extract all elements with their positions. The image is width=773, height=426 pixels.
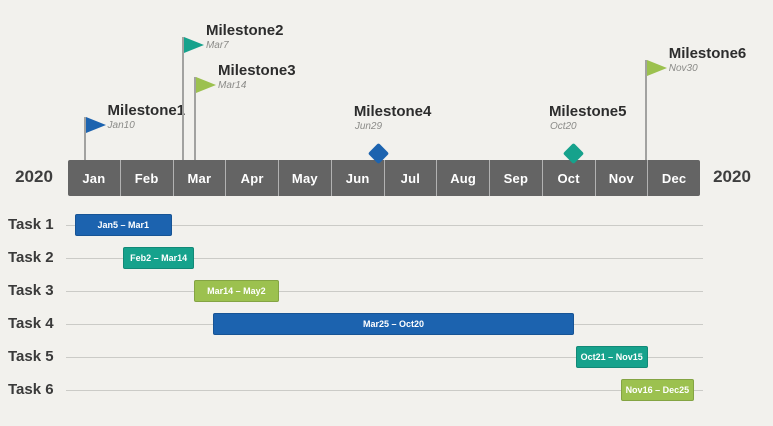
month-label: Apr <box>225 160 278 196</box>
task-bar-label: Jan5 – Mar1 <box>97 220 150 230</box>
task-row: Task 3 Mar14 – May2 <box>0 279 773 305</box>
task-gridline <box>66 291 703 292</box>
task-label: Task 1 <box>8 216 54 233</box>
task-label: Task 2 <box>8 249 54 266</box>
task-bar[interactable]: Jan5 – Mar1 <box>74 214 172 236</box>
milestone-date: Nov30 <box>668 63 698 74</box>
task-bar-label: Mar25 – Oct20 <box>362 319 425 329</box>
milestone-date: Jan10 <box>107 120 135 131</box>
year-label-right: 2020 <box>713 167 751 186</box>
task-row: Task 5 Oct21 – Nov15 <box>0 345 773 371</box>
task-row: Task 2 Feb2 – Mar14 <box>0 246 773 272</box>
task-label: Task 5 <box>8 348 54 365</box>
month-label: Oct <box>541 160 595 196</box>
task-label: Task 6 <box>8 381 54 398</box>
milestone-title: Milestone2 <box>205 22 284 39</box>
task-row: Task 6 Nov16 – Dec25 <box>0 378 773 404</box>
milestone-stem <box>181 37 184 160</box>
month-label: Dec <box>647 160 700 196</box>
task-bar[interactable]: Mar14 – May2 <box>194 280 279 302</box>
task-label: Task 4 <box>8 315 54 332</box>
month-label: Nov <box>594 160 648 196</box>
task-bar-label: Feb2 – Mar14 <box>130 253 188 263</box>
milestone-title: Milestone6 <box>668 45 747 62</box>
task-bar-label: Oct21 – Nov15 <box>580 352 643 362</box>
milestone-date: Jun29 <box>354 121 383 132</box>
task-gridline <box>66 390 703 391</box>
milestone-flag-icon[interactable] <box>85 117 106 133</box>
task-row: Task 4 Mar25 – Oct20 <box>0 312 773 338</box>
milestone-title: Milestone4 <box>353 103 432 120</box>
task-row: Task 1 Jan5 – Mar1 <box>0 213 773 239</box>
milestone-date: Mar14 <box>218 80 247 91</box>
month-label: May <box>278 160 331 196</box>
month-label: Aug <box>436 160 489 196</box>
milestone-date: Mar7 <box>205 40 229 51</box>
milestone-title: Milestone1 <box>107 102 186 119</box>
year-label-left: 2020 <box>15 167 53 186</box>
month-label: Jul <box>383 160 437 196</box>
month-label: Jan <box>82 170 106 186</box>
month-label: Jun <box>330 160 384 196</box>
milestone-title: Milestone3 <box>218 62 296 79</box>
milestone-date: Oct20 <box>549 121 577 132</box>
milestone-title: Milestone5 <box>548 103 627 120</box>
task-bar[interactable]: Nov16 – Dec25 <box>620 379 695 401</box>
task-gridline <box>66 225 703 226</box>
milestone-stem <box>83 117 86 160</box>
milestone-flag-icon[interactable] <box>196 77 217 93</box>
task-gridline <box>66 258 703 259</box>
milestone-flag-icon[interactable] <box>183 37 204 53</box>
task-label: Task 3 <box>8 282 54 299</box>
task-bar-label: Nov16 – Dec25 <box>625 385 690 395</box>
milestone-flag-icon[interactable] <box>646 60 667 76</box>
task-bar-label: Mar14 – May2 <box>207 286 266 296</box>
task-bar[interactable]: Oct21 – Nov15 <box>575 346 648 368</box>
month-label: Feb <box>119 160 173 196</box>
task-bar[interactable]: Feb2 – Mar14 <box>123 247 195 269</box>
milestone-stem <box>644 60 647 160</box>
month-label: Mar <box>172 160 226 196</box>
task-gridline <box>66 357 703 358</box>
task-bar[interactable]: Mar25 – Oct20 <box>213 313 574 335</box>
month-label: Sep <box>489 160 542 196</box>
milestone-stem <box>194 77 197 160</box>
